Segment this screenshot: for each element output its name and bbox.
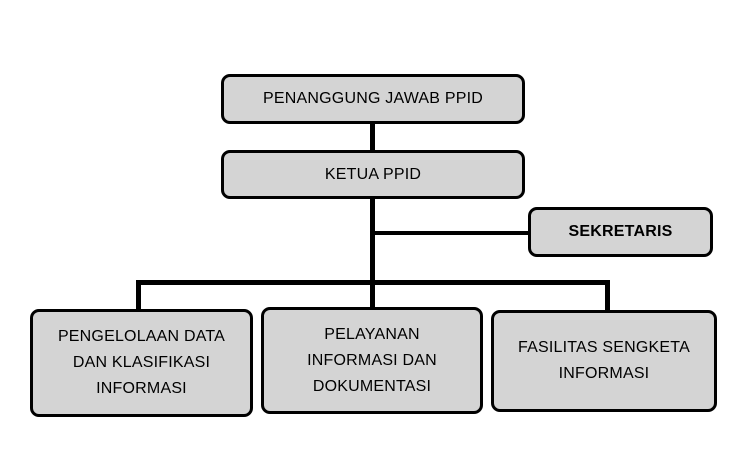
head-box: PENANGGUNG JAWAB PPID bbox=[221, 74, 525, 124]
chair-box: KETUA PPID bbox=[221, 150, 525, 199]
unit-box-dispute-facility: FASILITAS SENGKETA INFORMASI bbox=[491, 310, 717, 412]
head-label: PENANGGUNG JAWAB PPID bbox=[263, 90, 483, 107]
connector-chair-bus bbox=[370, 197, 375, 309]
unit-label: PELAYANAN INFORMASI DAN DOKUMENTASI bbox=[307, 325, 437, 395]
connector-unit-1 bbox=[136, 280, 141, 311]
secretary-label: SEKRETARIS bbox=[568, 223, 673, 240]
connector-bus bbox=[136, 280, 610, 285]
unit-label: FASILITAS SENGKETA INFORMASI bbox=[518, 339, 690, 382]
connector-unit-3 bbox=[605, 280, 610, 312]
secretary-box: SEKRETARIS bbox=[528, 207, 713, 257]
connector-head-chair bbox=[370, 122, 375, 152]
connector-secretary bbox=[372, 231, 530, 235]
chair-label: KETUA PPID bbox=[324, 165, 422, 183]
unit-box-data-classification: PENGELOLAAN DATA DAN KLASIFIKASI INFORMA… bbox=[30, 309, 253, 417]
unit-box-service-documentation: PELAYANAN INFORMASI DAN DOKUMENTASI bbox=[261, 307, 483, 414]
unit-label: PENGELOLAAN DATA DAN KLASIFIKASI INFORMA… bbox=[57, 328, 226, 397]
